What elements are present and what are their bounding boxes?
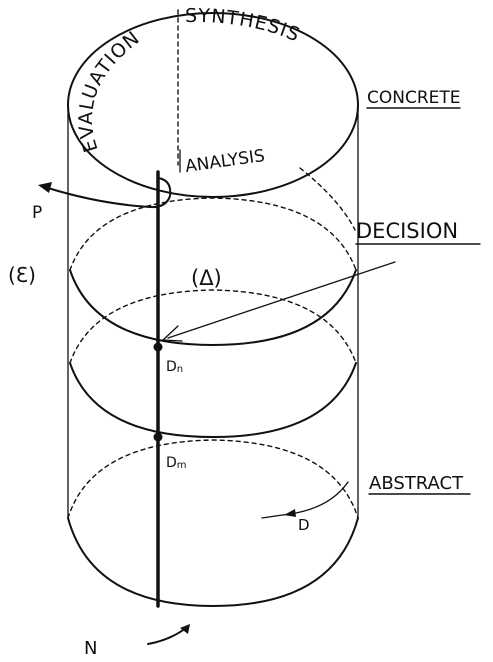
p-arrowhead (38, 182, 52, 193)
upper-ellipse-front (69, 269, 357, 346)
synthesis-label: SYNTHESIS (185, 5, 303, 47)
dm-base: D (166, 455, 177, 471)
d-arrow-curve (261, 481, 349, 519)
decision-label: DECISION (356, 219, 458, 243)
n-label: N (84, 638, 97, 659)
decision-point-dm (153, 432, 163, 442)
dn-base: D (166, 359, 177, 375)
n-arrow-curve (147, 627, 187, 645)
delta-label: (Δ) (191, 266, 222, 290)
decision-point-dn (153, 342, 163, 352)
p-arrow-curve (47, 177, 172, 209)
analysis-label: ANALYSIS (184, 146, 266, 177)
dn-sub: n (177, 364, 183, 375)
dm-label: Dm (166, 455, 187, 471)
bottom-ellipse-front (67, 517, 359, 607)
evaluation-label: EVALUATION (75, 27, 144, 155)
n-arrowhead (180, 624, 190, 634)
upper-ellipse-back (69, 197, 357, 271)
middle-ellipse-back (69, 289, 357, 364)
decision-arrow-line (167, 261, 396, 339)
abstract-label: ABSTRACT (369, 473, 464, 494)
bottom-ellipse-back (67, 439, 359, 519)
dm-sub: m (177, 460, 187, 471)
epsilon-label: (Ɛ) (8, 263, 36, 287)
p-label: P (32, 203, 42, 223)
dn-label: Dn (166, 359, 183, 375)
d-arrowhead (284, 509, 296, 517)
top-back-dotted-arc (299, 167, 356, 231)
decision-arrowhead (162, 325, 183, 342)
middle-ellipse-front (69, 362, 357, 438)
d-label: D (298, 516, 310, 534)
concrete-label: CONCRETE (367, 88, 461, 108)
